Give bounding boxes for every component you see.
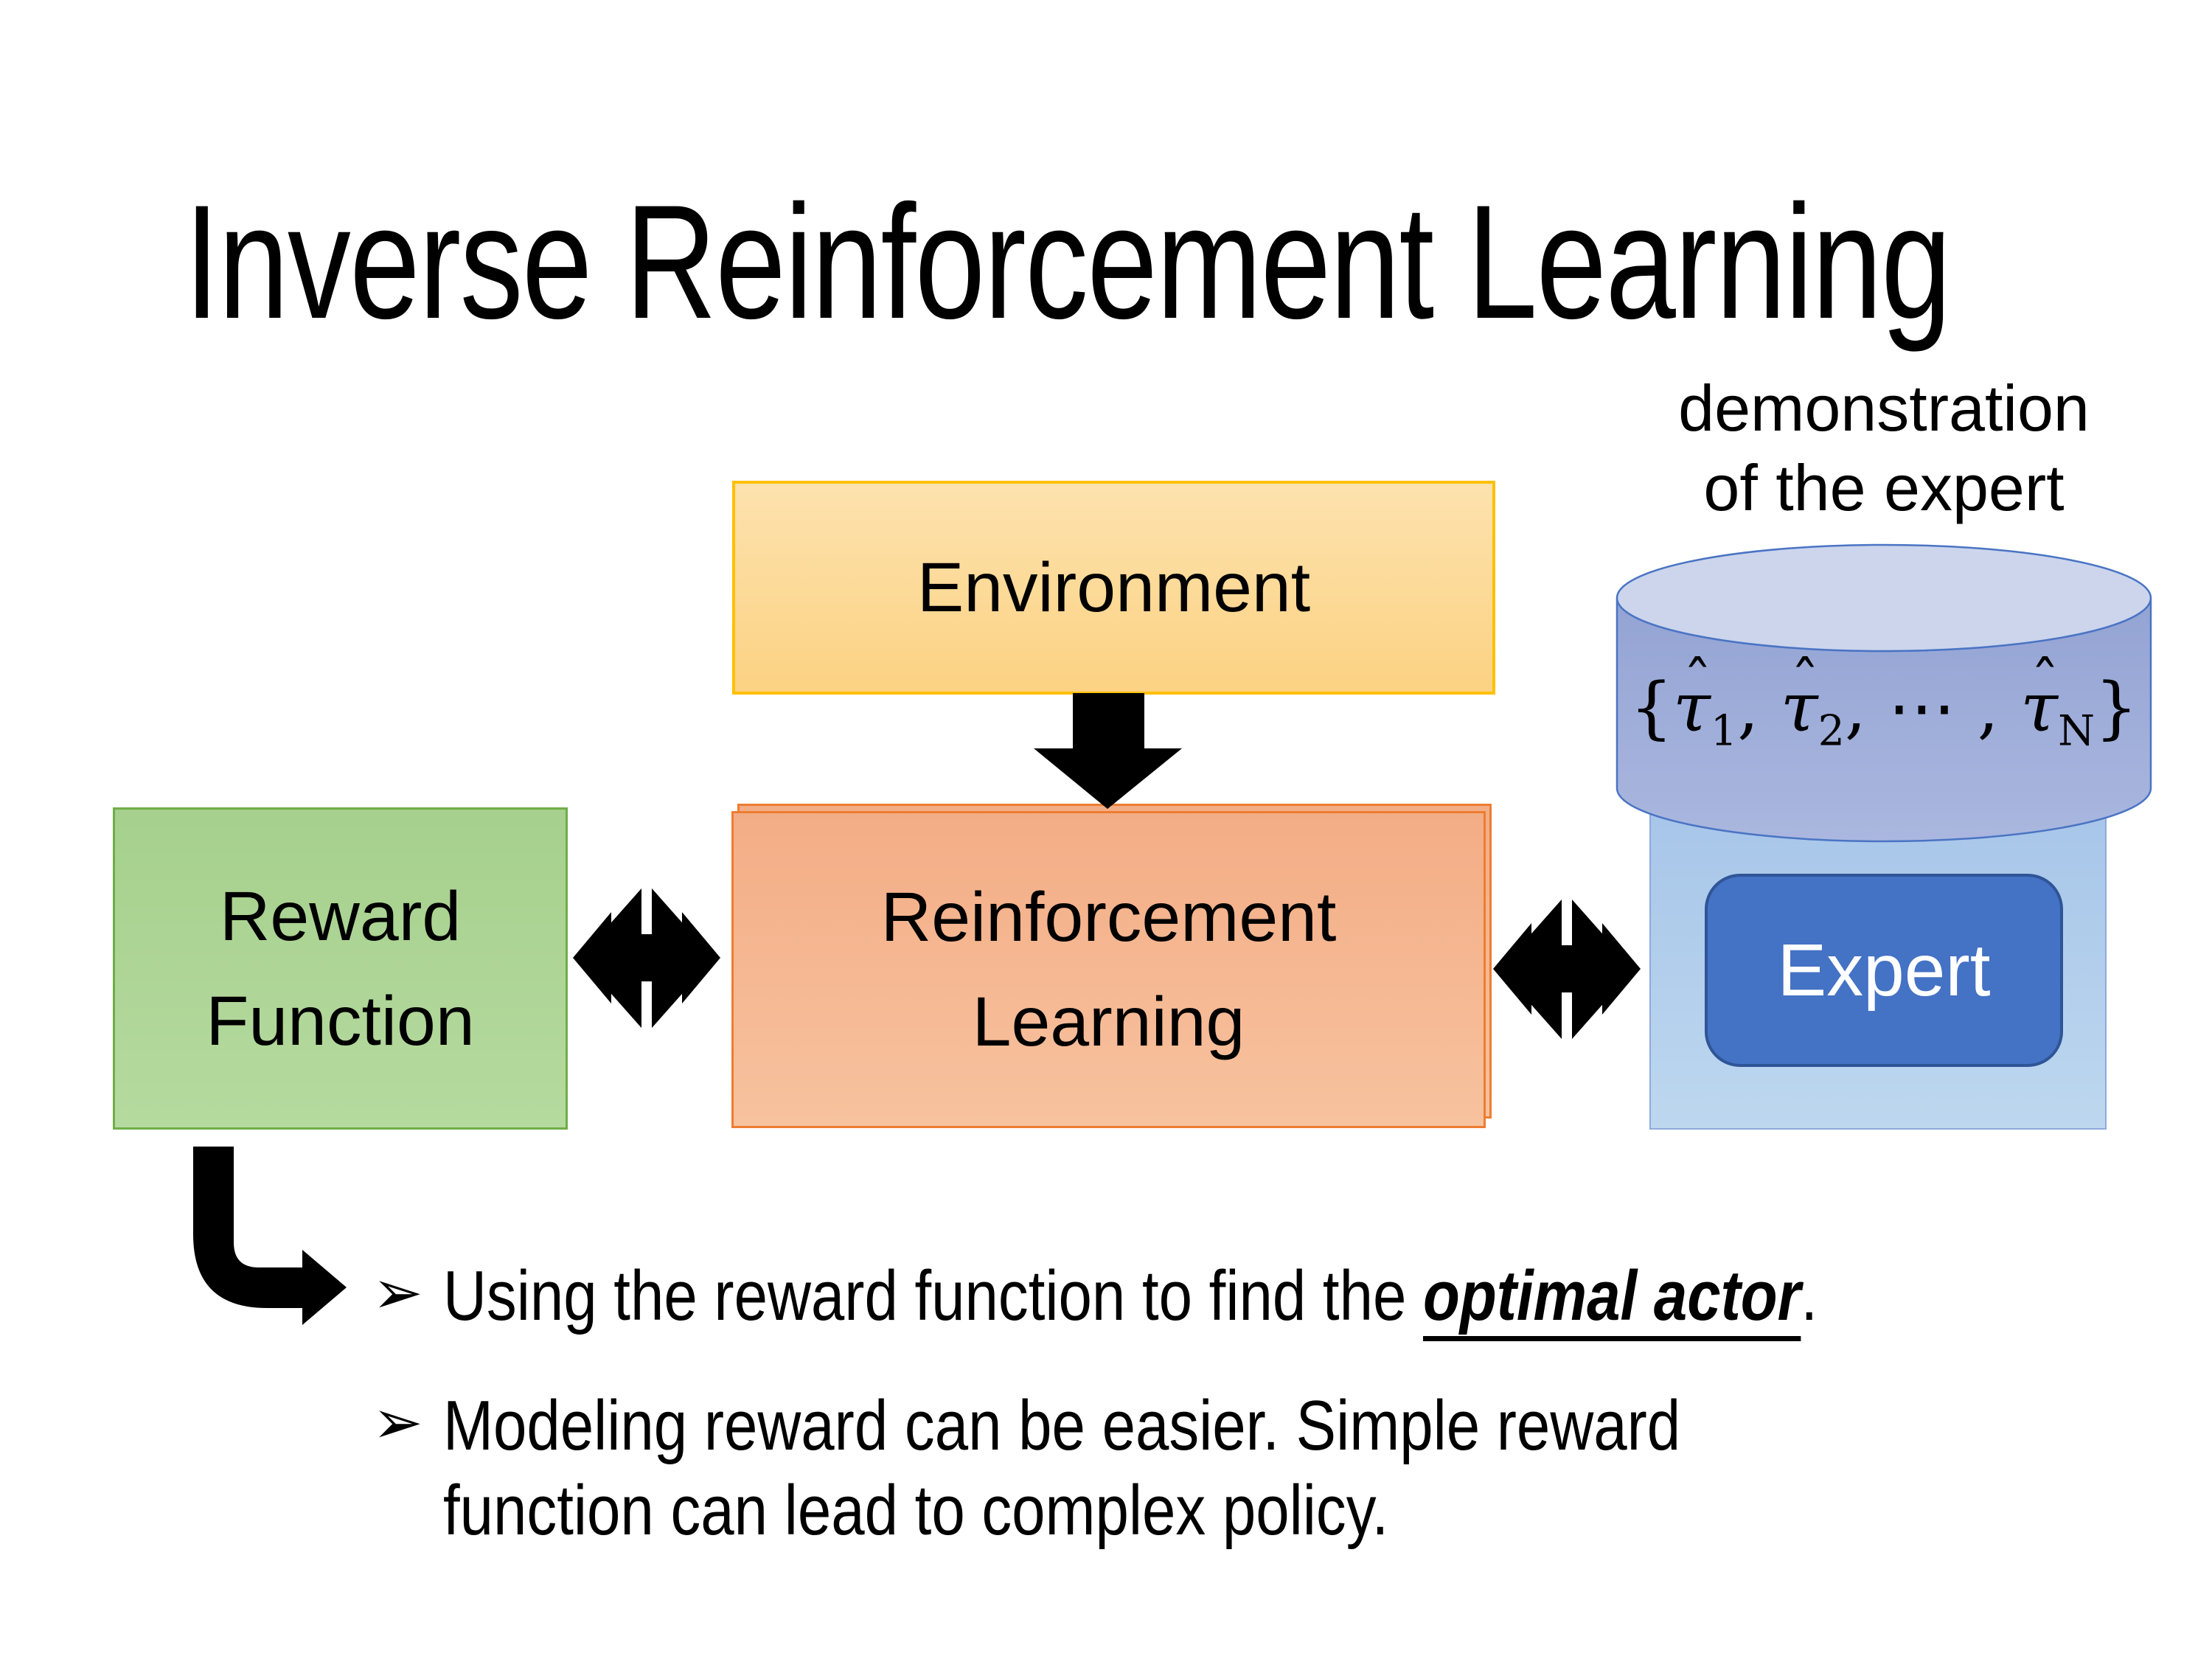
bullet-item-1: ➢ Using the reward function to find the … — [372, 1253, 2060, 1338]
bullet-marker-icon: ➢ — [372, 1389, 423, 1456]
annotation-line1: demonstration — [1678, 372, 2090, 445]
bullet1-suffix: . — [1801, 1256, 1818, 1335]
environment-label: Environment — [917, 549, 1311, 627]
bullet-item-2: ➢ Modeling reward can be easier. Simple … — [372, 1383, 1899, 1553]
bullet-marker-icon: ➢ — [372, 1259, 423, 1326]
expert-button: Expert — [1705, 874, 2063, 1067]
annotation-line2: of the expert — [1703, 451, 2065, 524]
bullet-text-1: Using the reward function to find the op… — [443, 1253, 1818, 1338]
bullet2-line2: function can lead to complex policy. — [443, 1471, 1389, 1550]
down-arrow-icon — [1034, 693, 1182, 809]
page-title: Inverse Reinforcement Learning — [184, 171, 1952, 352]
annotation-demonstration: demonstration of the expert — [1659, 369, 2109, 528]
bullet1-prefix: Using the reward function to find the — [443, 1256, 1424, 1335]
emphasis-optimal-actor: optimal actor — [1423, 1256, 1801, 1335]
bullet2-line1: Modeling reward can be easier. Simple re… — [443, 1386, 1681, 1465]
reward-label-line2: Function — [206, 981, 475, 1060]
double-arrow-right-icon — [1493, 894, 1641, 1045]
reward-label-line1: Reward — [219, 877, 462, 956]
demonstration-database-cylinder — [1615, 543, 2152, 843]
reward-function-box: Reward Function — [113, 807, 568, 1130]
double-arrow-left-icon — [573, 883, 720, 1034]
rl-label-line1: Reinforcement — [880, 878, 1337, 956]
rl-label-line2: Learning — [972, 983, 1245, 1061]
elbow-arrow-icon — [193, 1147, 347, 1325]
environment-box: Environment — [732, 481, 1495, 695]
bullet-text-2: Modeling reward can be easier. Simple re… — [443, 1383, 1680, 1553]
expert-label: Expert — [1777, 928, 1991, 1012]
rl-box: Reinforcement Learning — [731, 811, 1486, 1128]
